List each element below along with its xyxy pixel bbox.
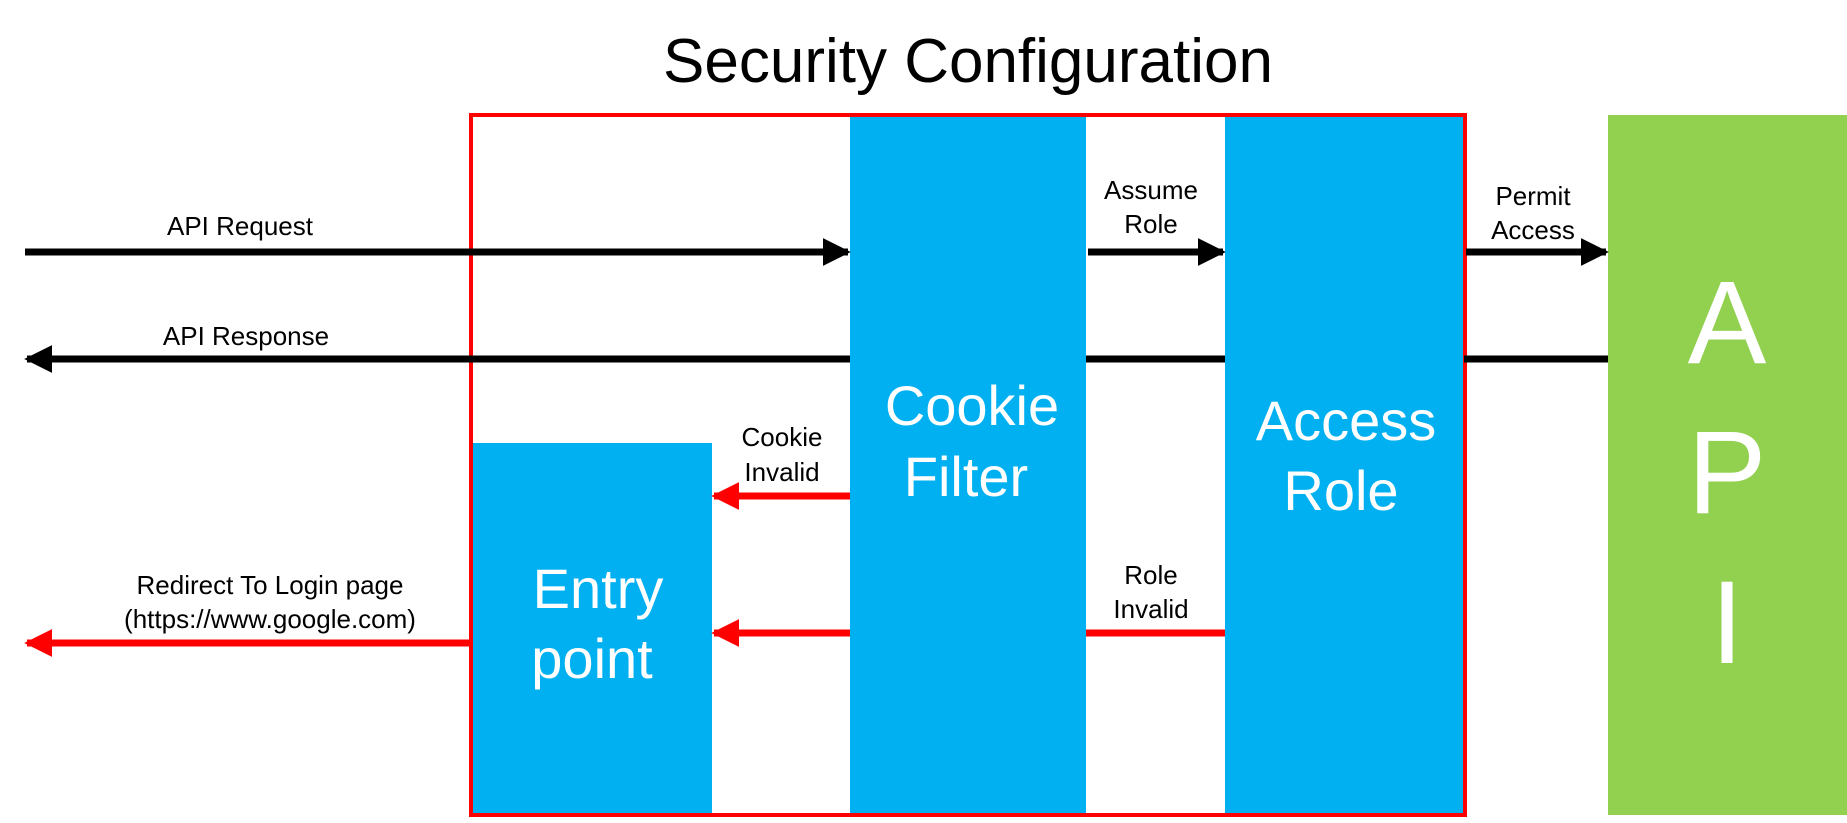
- redirect-label-line2: (https://www.google.com): [124, 604, 416, 634]
- access-role-block: [1225, 115, 1464, 815]
- assume-role-label-line2: Role: [1124, 209, 1177, 239]
- api-label-letter-p: P: [1688, 407, 1767, 539]
- permit-access-label-line2: Access: [1491, 215, 1575, 245]
- access-role-label-line1: Access: [1256, 389, 1437, 452]
- assume-role-label-line1: Assume: [1104, 175, 1198, 205]
- access-role-label-line2: Role: [1283, 459, 1398, 522]
- security-configuration-boundary: [469, 113, 1467, 817]
- cookie-invalid-label-line1: Cookie: [742, 422, 823, 452]
- api-block: [1608, 115, 1847, 815]
- api-response-label: API Response: [163, 321, 329, 351]
- api-request-label: API Request: [167, 211, 314, 241]
- cookie-filter-block: [850, 115, 1086, 815]
- cookie-invalid-label-line2: Invalid: [744, 457, 819, 487]
- api-label-letter-a: A: [1688, 257, 1767, 389]
- entry-point-label-line2: point: [531, 627, 653, 690]
- role-invalid-label-line1: Role: [1124, 560, 1177, 590]
- cookie-filter-label-line1: Cookie: [885, 374, 1059, 437]
- api-label-letter-i: I: [1711, 557, 1744, 689]
- redirect-label-line1: Redirect To Login page: [137, 570, 404, 600]
- diagram-title: Security Configuration: [663, 27, 1273, 96]
- role-invalid-label-line2: Invalid: [1113, 594, 1188, 624]
- entry-point-label-line1: Entry: [533, 557, 664, 620]
- permit-access-label-line1: Permit: [1495, 181, 1571, 211]
- entry-point-block: [472, 443, 712, 815]
- cookie-filter-label-line2: Filter: [904, 445, 1028, 508]
